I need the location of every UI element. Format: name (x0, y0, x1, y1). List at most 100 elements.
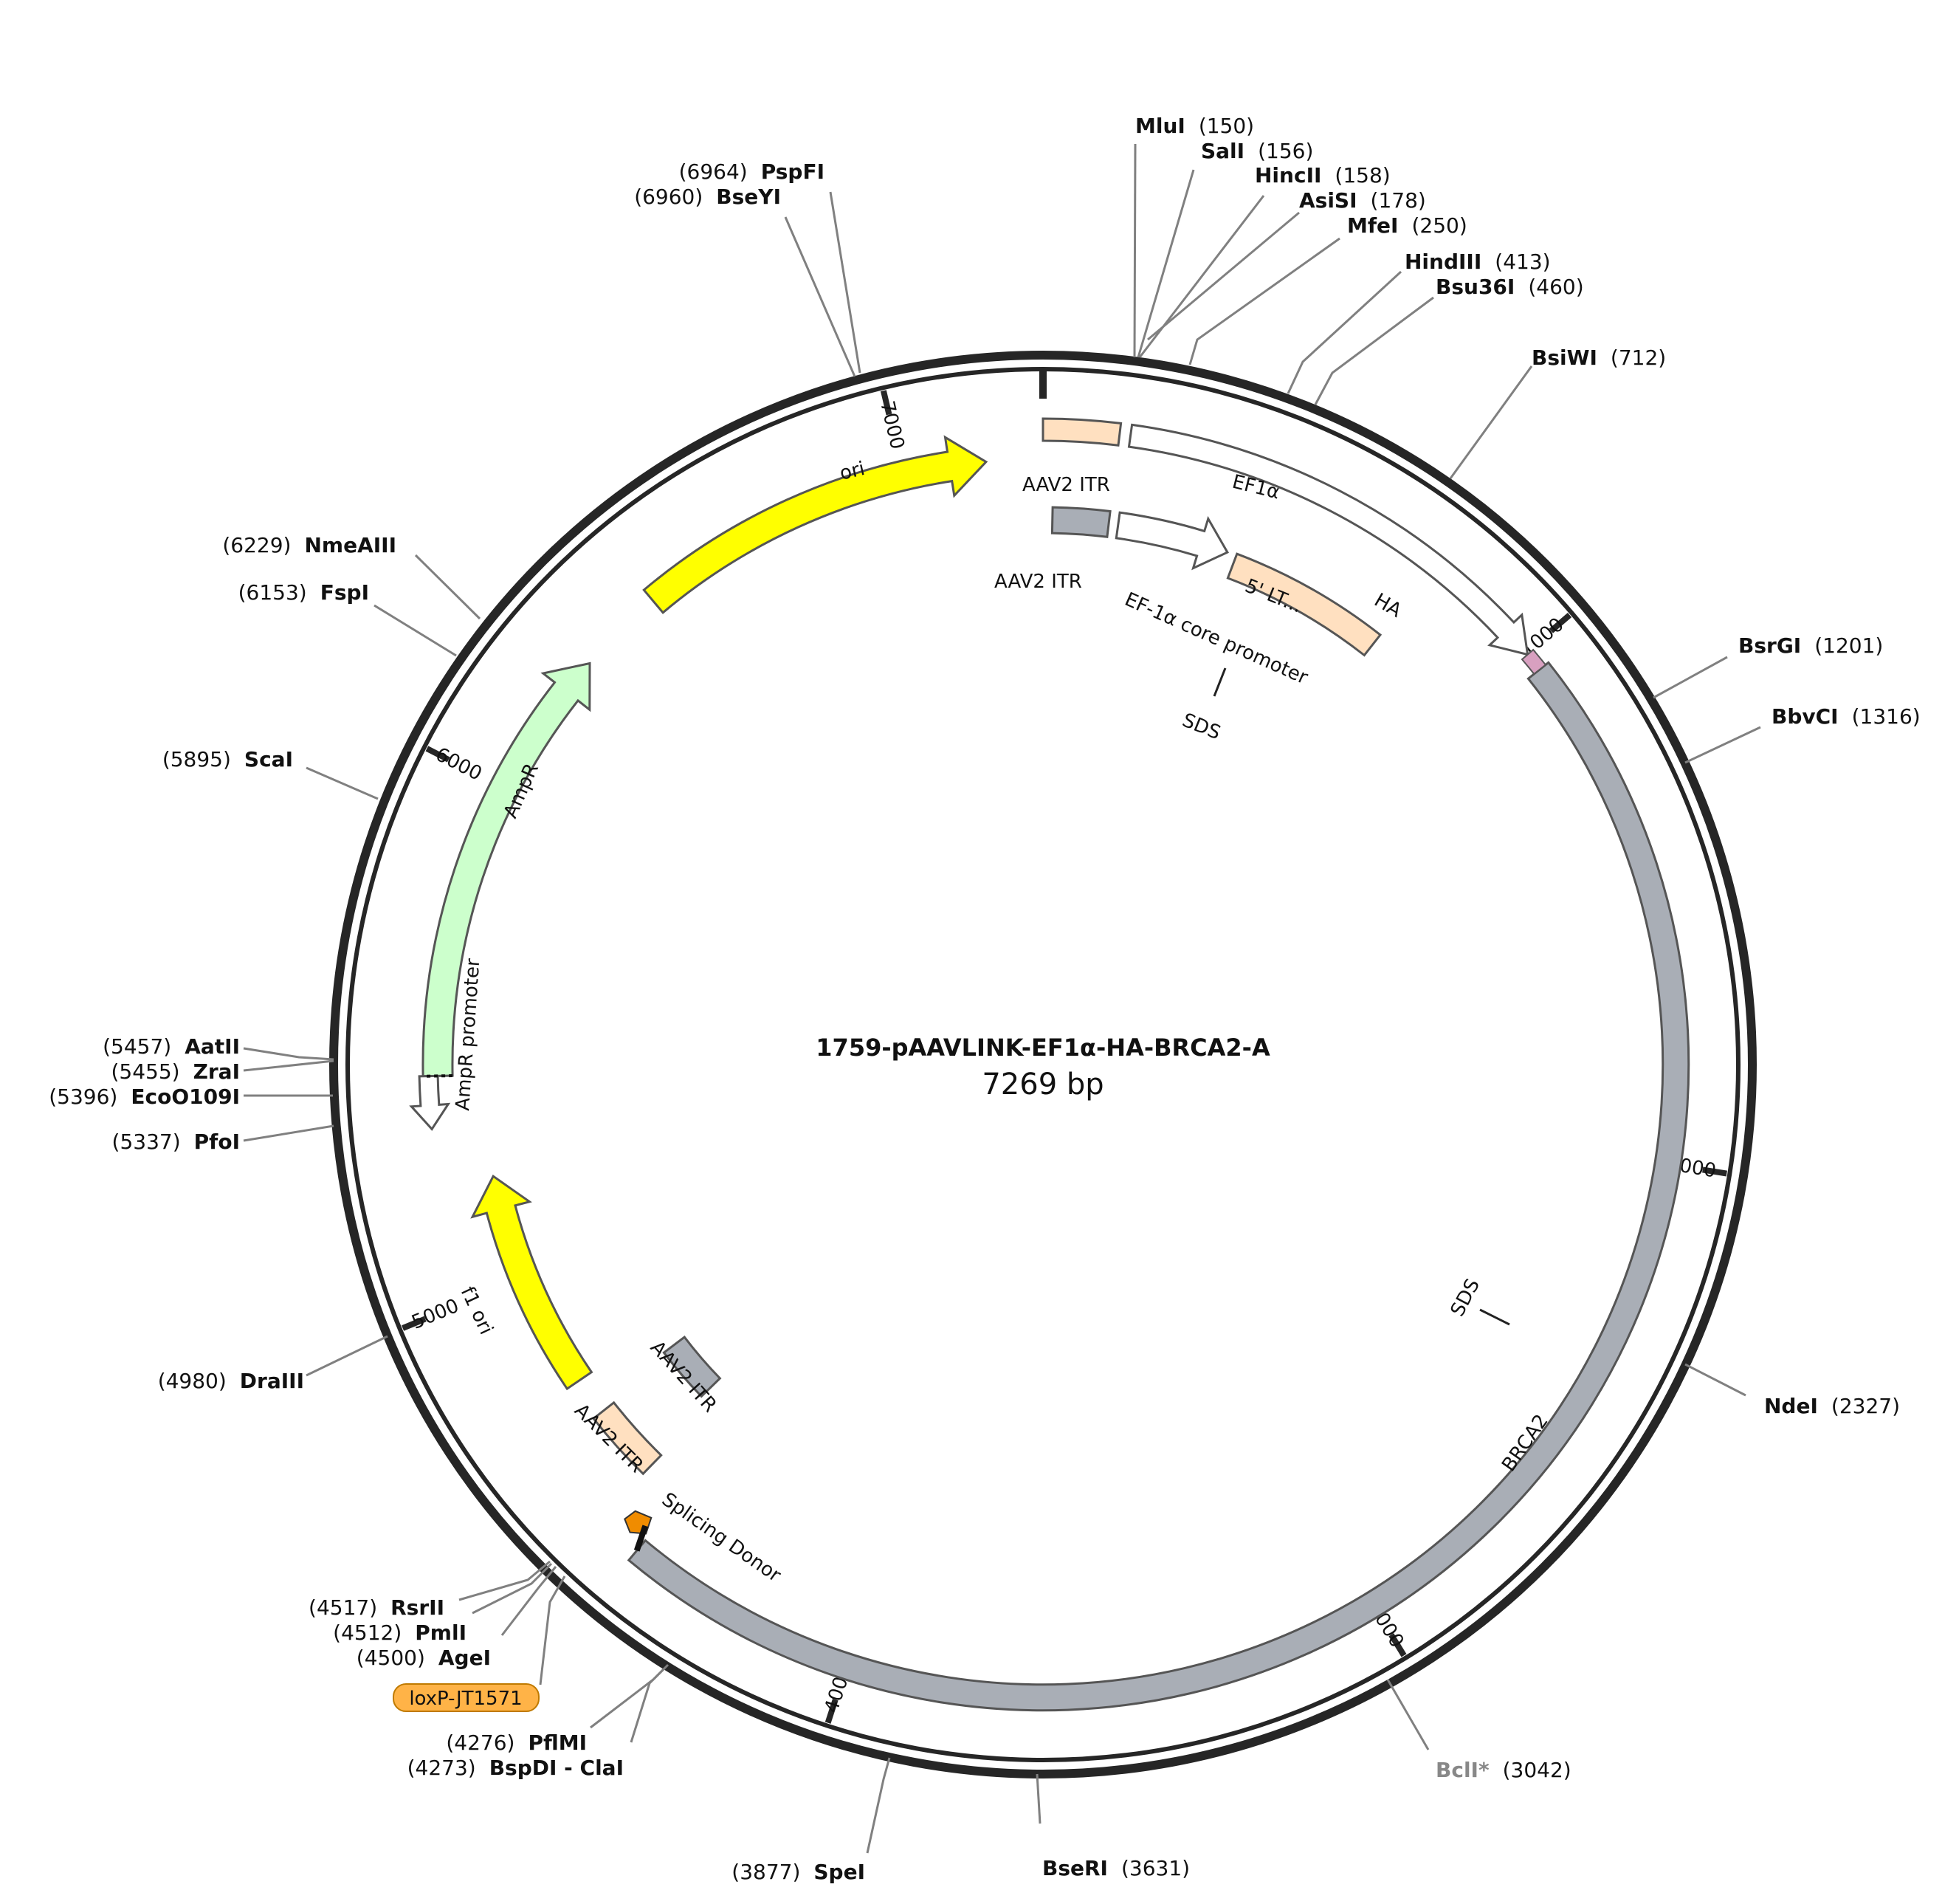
leader-pmli (472, 1562, 553, 1615)
site-pos-ecoo109i: (5396) (49, 1085, 117, 1109)
feature-ef1a-core-promoter (1115, 511, 1230, 571)
site-pos-sali: (156) (1258, 139, 1313, 163)
leader-bcli (1386, 1679, 1430, 1750)
sds-tick-1 (1213, 667, 1227, 697)
site-pos-draiii: (4980) (158, 1369, 227, 1393)
site-name-scai: ScaI (244, 747, 293, 771)
leader-draiii (306, 1335, 388, 1377)
site-pos-ndei: (2327) (1831, 1394, 1900, 1418)
site-name-hindiii: HindIII (1405, 250, 1481, 274)
loxp-badge: loxP-JT1571 (393, 1683, 540, 1712)
site-sali: SalI(156) (1201, 139, 1313, 163)
site-name-ecoo109i: EcoO109I (131, 1085, 240, 1109)
site-pos-bsiwi: (712) (1611, 346, 1666, 370)
feature-aav2-itr-3 (591, 1400, 663, 1476)
leader-bsrgi (1653, 656, 1728, 699)
site-name-asisi: AsiSI (1299, 188, 1357, 213)
leader-sali (1137, 169, 1195, 358)
feature-label-ha: HA (1371, 589, 1406, 622)
tick-label-6000: 6000 (432, 743, 486, 786)
site-draiii: (4980)DraIII (158, 1369, 304, 1393)
tick-label-7000: 7000 (875, 399, 908, 451)
leader-spei (866, 1757, 891, 1854)
leader-fspi (373, 604, 457, 657)
feature-ori (642, 435, 988, 614)
leader-bsu36i (1314, 296, 1434, 405)
leader-ndei (1684, 1363, 1746, 1397)
leader-hindiii (1287, 270, 1402, 394)
site-spei: (3877)SpeI (731, 1860, 865, 1884)
site-pfoi: (5337)PfoI (112, 1130, 240, 1154)
site-pos-rsrii: (4517) (309, 1595, 377, 1620)
leader-rsrii (458, 1560, 551, 1601)
site-mlui: MluI (150) (1135, 114, 1254, 138)
site-name-bseri: BseRI (1042, 1856, 1108, 1880)
site-name-spei: SpeI (813, 1860, 865, 1884)
tick-1000 (1549, 613, 1572, 633)
site-name-hincii: HincII (1255, 163, 1321, 188)
leader-bspdi-clai (630, 1667, 666, 1743)
feature-f1-ori (470, 1174, 593, 1391)
site-pos-nmeaiii: (6229) (222, 533, 291, 557)
site-scai: (5895) ScaI (162, 747, 293, 771)
site-pos-mlui: (150) (1199, 114, 1254, 138)
site-bspdi-clai: (4273) BspDI - ClaI (407, 1756, 624, 1780)
site-pspfi: (6964) PspFI (679, 159, 824, 184)
sds-label-1: SDS (1179, 709, 1223, 745)
site-aatii: (5457)AatII (103, 1034, 240, 1059)
site-name-mlui: MluI (1135, 114, 1185, 138)
site-name-mfei: MfeI (1347, 213, 1398, 238)
site-name-ndei: NdeI (1764, 1394, 1818, 1418)
plasmid-name: 1759-pAAVLINK-EF1α-HA-BRCA2-A (816, 1034, 1270, 1062)
loxp-badge-bg (393, 1683, 540, 1712)
site-pos-mfei: (250) (1411, 213, 1467, 238)
feature-label-aav2-itr-2: AAV2 ITR (994, 571, 1082, 593)
feature-label-aav2-itr-1: AAV2 ITR (1022, 474, 1110, 496)
leader-agei (500, 1566, 557, 1636)
site-hindiii: HindIII (413) (1405, 250, 1551, 274)
site-hincii: HincII(158) (1255, 163, 1391, 188)
site-name-bseyi: BseYI (716, 185, 781, 209)
site-bsiwi: BsiWI(712) (1532, 346, 1666, 370)
site-pos-scai: (5895) (162, 747, 231, 771)
site-pos-bspdi-clai: (4273) (407, 1756, 476, 1780)
site-asisi: AsiSI (178) (1299, 188, 1426, 213)
leader-bsiwi (1449, 365, 1533, 479)
site-pos-asisi: (178) (1371, 188, 1426, 213)
feature-label-ori: ori (838, 458, 867, 485)
feature-splicing-donor (624, 1510, 653, 1535)
site-bseri: BseRI (3631) (1042, 1856, 1190, 1880)
tick-4000 (824, 1698, 839, 1724)
site-nmeaiii: (6229)NmeAIII (222, 533, 396, 557)
feature-5lt (1226, 552, 1383, 657)
features (409, 417, 1690, 1712)
leader-scai (306, 766, 379, 800)
site-pos-agei: (4500) (357, 1646, 425, 1670)
site-bseyi: (6960)BseYI (634, 185, 781, 209)
site-name-aatii: AatII (185, 1034, 240, 1059)
loxp-label: loxP-JT1571 (409, 1688, 522, 1710)
site-pos-bsrgi: (1201) (1814, 633, 1883, 658)
site-pos-hindiii: (413) (1495, 250, 1550, 274)
tick-5000 (402, 1316, 427, 1331)
site-pmli: (4512)PmlI (333, 1621, 466, 1645)
leader-nmeaiii (414, 554, 481, 620)
site-name-zrai: ZraI (193, 1059, 240, 1084)
site-name-bcli: BclI* (1436, 1758, 1490, 1782)
site-pos-bbvci: (1316) (1852, 704, 1921, 729)
site-name-bspdi-clai: BspDI - ClaI (489, 1756, 624, 1780)
feature-ampr-promoter (409, 1074, 451, 1131)
site-pos-pspfi: (6964) (679, 159, 748, 184)
site-pos-bseri: (3631) (1121, 1856, 1190, 1880)
sds-tick-2 (1479, 1308, 1510, 1326)
site-name-pspfi: PspFI (761, 159, 824, 184)
site-ndei: NdeI (2327) (1764, 1394, 1900, 1418)
site-labels-left: (3877)SpeI (4273)BspDI - ClaI (4276)PflM… (49, 159, 865, 1884)
feature-label-f1-ori: f1 ori (456, 1283, 498, 1338)
leader-bseri (1036, 1773, 1042, 1824)
site-pos-bsu36i: (460) (1528, 275, 1583, 299)
site-name-pfoi: PfoI (194, 1130, 240, 1154)
site-zrai: (5455)ZraI (111, 1059, 240, 1084)
tick-2000 (1702, 1166, 1727, 1177)
site-name-fspi: FspI (320, 580, 369, 605)
